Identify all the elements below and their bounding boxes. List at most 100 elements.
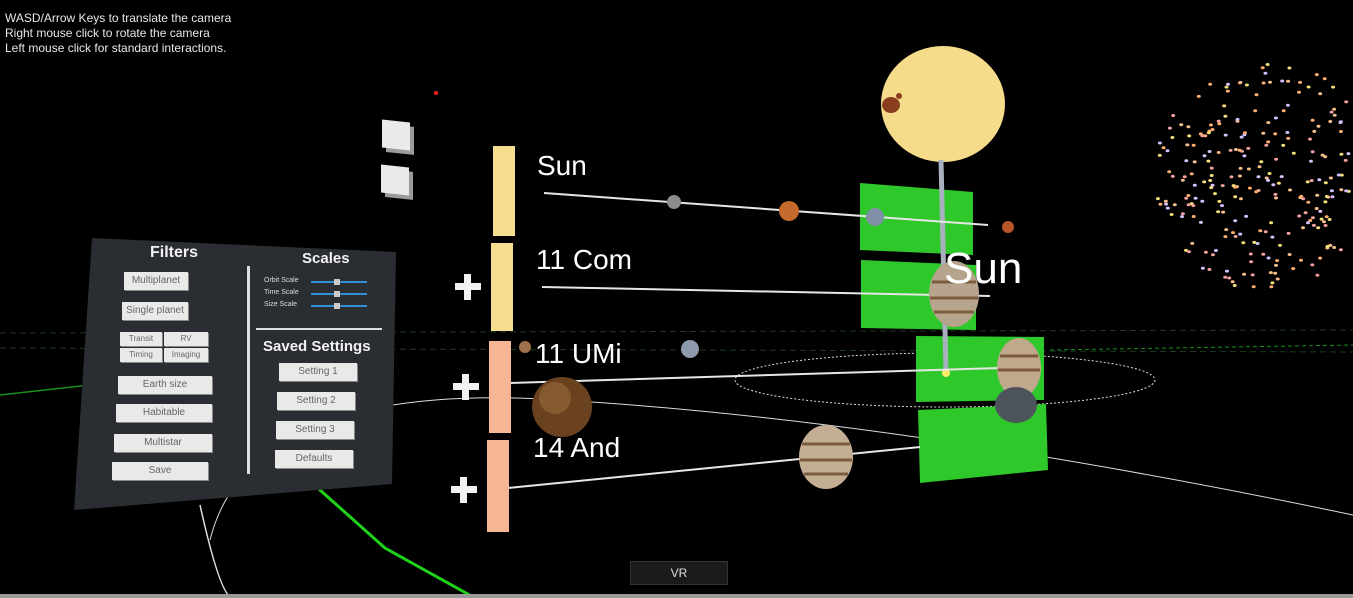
star-dot [1286, 79, 1291, 83]
star-dot [1263, 230, 1268, 234]
system-label-14and[interactable]: 14 And [533, 432, 621, 463]
system-bar-11umi[interactable] [489, 341, 511, 433]
star-dot [1157, 141, 1162, 145]
time-scale-knob[interactable] [334, 291, 340, 297]
star-dot [1209, 174, 1214, 177]
system-label-11umi[interactable]: 11 UMi [535, 338, 622, 369]
star-dot [1278, 243, 1282, 247]
star-dot [1315, 273, 1320, 277]
star-dot [1184, 159, 1189, 163]
star-dot [1332, 246, 1337, 249]
single-planet-button[interactable]: Single planet [122, 302, 188, 320]
system-label-sun[interactable]: Sun [537, 150, 587, 181]
star-dot [1266, 178, 1270, 182]
star-dot [1309, 179, 1314, 183]
cube-button-bottom[interactable] [381, 164, 409, 196]
star-dot [1190, 241, 1195, 245]
system-bar-14and[interactable] [487, 440, 509, 532]
green-panel-4[interactable] [918, 404, 1048, 483]
orbit-line-11com [541, 286, 991, 297]
earth-size-button[interactable]: Earth size [118, 376, 212, 394]
star-dot [1255, 242, 1260, 245]
star-dot [1238, 232, 1243, 236]
star-dot [1192, 160, 1197, 164]
star-dot [1184, 248, 1188, 252]
star-dot [1237, 174, 1242, 178]
star-dot [1244, 214, 1249, 218]
planet-jupiter-14and[interactable] [799, 425, 853, 489]
planet-venus[interactable] [779, 201, 799, 221]
timing-button[interactable]: Timing [120, 348, 162, 362]
star-dot [1279, 175, 1284, 179]
planet-grey-11umi[interactable] [995, 387, 1037, 423]
star-dot [1291, 267, 1296, 271]
star-dot [1336, 173, 1341, 177]
star-dot [1224, 228, 1229, 232]
cube-button-top[interactable] [382, 119, 410, 151]
instruction-rotate: Right mouse click to rotate the camera [5, 26, 210, 40]
star-dot [1233, 219, 1238, 223]
star-dot [1186, 125, 1191, 129]
star-dot [1235, 117, 1240, 121]
star-dot [1241, 241, 1246, 245]
setting-1-button[interactable]: Setting 1 [279, 363, 357, 381]
multiplanet-button[interactable]: Multiplanet [124, 272, 188, 290]
system-label-11com[interactable]: 11 Com [536, 244, 632, 275]
planet-earthlike-11umi[interactable] [681, 340, 699, 358]
sun-sphere[interactable] [881, 46, 1005, 162]
star-dot [1268, 271, 1273, 275]
star-dot [1251, 285, 1256, 289]
star-dot [1198, 220, 1203, 224]
expand-14and-plus-icon[interactable] [451, 477, 477, 503]
transit-button[interactable]: Transit [120, 332, 162, 346]
setting-3-button[interactable]: Setting 3 [276, 421, 354, 439]
system-bar-11com[interactable] [491, 243, 513, 331]
star-dot [1157, 153, 1162, 157]
star-name-label: Sun [944, 244, 1023, 293]
panel-divider-vertical [247, 266, 250, 474]
star-dot [1343, 158, 1348, 162]
star-dot [1330, 195, 1335, 199]
multistar-button[interactable]: Multistar [114, 434, 212, 452]
planet-small-11umi[interactable] [519, 341, 531, 353]
star-dot [1189, 172, 1194, 176]
planet-mercury[interactable] [667, 195, 681, 209]
system-bar-sun[interactable] [493, 146, 515, 236]
orbit-scale-knob[interactable] [334, 279, 340, 285]
expand-11com-plus-icon[interactable] [455, 274, 481, 300]
star-dot [1266, 140, 1271, 144]
habitable-button[interactable]: Habitable [116, 404, 212, 422]
rv-button[interactable]: RV [164, 332, 208, 346]
star-dot [1344, 100, 1349, 104]
star-dot [1316, 226, 1321, 230]
star-dot [1310, 118, 1315, 122]
planet-jupiter-11umi[interactable] [997, 338, 1041, 398]
star-dot [1276, 181, 1281, 185]
star-dot [1193, 196, 1198, 200]
star-dot [1248, 252, 1253, 256]
defaults-button[interactable]: Defaults [275, 450, 353, 468]
star-dot [1164, 202, 1169, 206]
star-dot [1274, 263, 1278, 267]
save-button[interactable]: Save [112, 462, 208, 480]
instruction-interact: Left mouse click for standard interactio… [5, 41, 227, 55]
vr-button[interactable]: VR [630, 561, 728, 585]
star-dot [1301, 226, 1305, 230]
size-scale-knob[interactable] [334, 303, 340, 309]
planet-mars[interactable] [1002, 221, 1014, 233]
star-dot [1287, 253, 1292, 256]
star-dot [1170, 174, 1175, 178]
star-dot [1273, 271, 1278, 275]
star-dot [1275, 277, 1280, 281]
star-dot [1163, 199, 1168, 203]
red-marker [434, 91, 438, 95]
planet-earth[interactable] [866, 208, 884, 226]
star-dot [1216, 210, 1221, 214]
setting-2-button[interactable]: Setting 2 [277, 392, 355, 410]
star-dot [1216, 119, 1221, 123]
star-dot [1305, 180, 1310, 184]
expand-11umi-plus-icon[interactable] [453, 374, 479, 400]
star-dot [1318, 209, 1323, 213]
imaging-button[interactable]: Imaging [164, 348, 208, 362]
